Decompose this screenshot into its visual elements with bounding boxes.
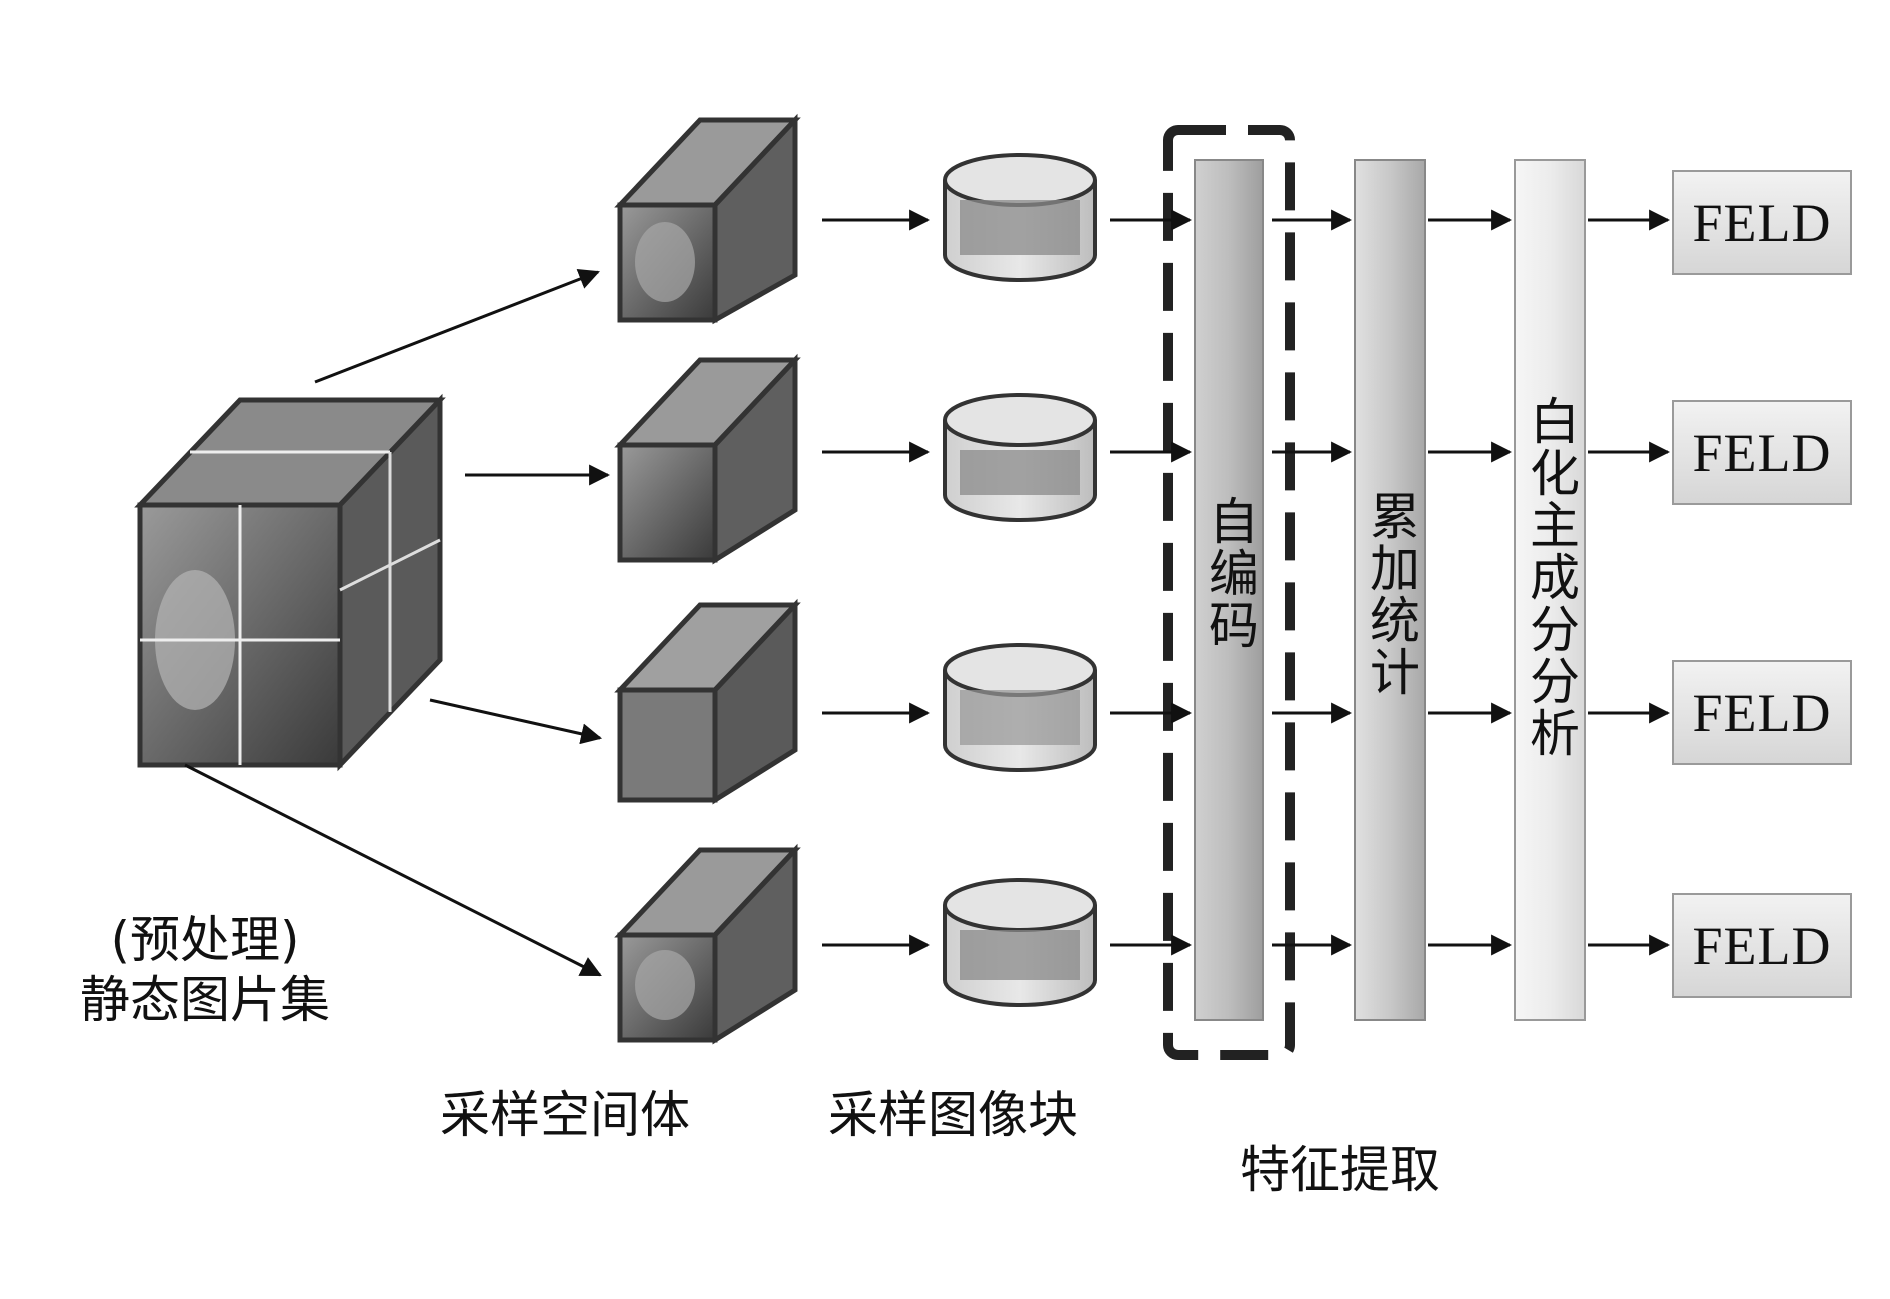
patch-cylinder-2 (943, 393, 1097, 522)
patch-cylinder-4 (943, 878, 1097, 1007)
feld-output-3: FELD (1672, 660, 1852, 765)
input-arrows (184, 269, 611, 977)
sample-patch-caption: 采样图像块 (828, 1086, 1078, 1144)
feld-output-2: FELD (1672, 400, 1852, 505)
accumulate-label: 累加统计 (1362, 490, 1420, 698)
input-label-line1: (预处理) (110, 911, 300, 969)
volume-to-patch-arrows (822, 209, 931, 956)
sample-volume-4 (614, 843, 801, 1045)
sample-volume-3 (614, 598, 801, 805)
feld-output-1: FELD (1672, 170, 1852, 275)
whiten-pca-bar (1514, 159, 1586, 1021)
autoencoder-bar (1194, 159, 1264, 1021)
sample-volume-caption: 采样空间体 (440, 1086, 690, 1144)
accumulate-bar (1354, 159, 1426, 1021)
whiten-pca-label: 白化主成分分析 (1522, 395, 1580, 759)
input-cube (134, 393, 446, 772)
sample-volume-2 (614, 353, 801, 565)
input-label: (预处理) 静态图片集 (40, 910, 370, 1030)
accumulate-to-whiten-arrows (1428, 209, 1513, 956)
feature-extraction-dashed-box (1163, 125, 1295, 1060)
sample-volume-1 (614, 113, 801, 325)
feature-extraction-caption: 特征提取 (1240, 1141, 1440, 1199)
patch-cylinder-1 (943, 153, 1097, 282)
feld-output-4: FELD (1672, 893, 1852, 998)
whiten-to-feld-arrows (1588, 209, 1671, 956)
patch-cylinder-3 (943, 643, 1097, 772)
autoencoder-label: 自编码 (1201, 495, 1259, 651)
input-label-line2: 静态图片集 (80, 971, 330, 1029)
autoencoder-to-accumulate-arrows (1272, 209, 1353, 956)
patch-to-autoencoder-arrows (1110, 209, 1193, 956)
